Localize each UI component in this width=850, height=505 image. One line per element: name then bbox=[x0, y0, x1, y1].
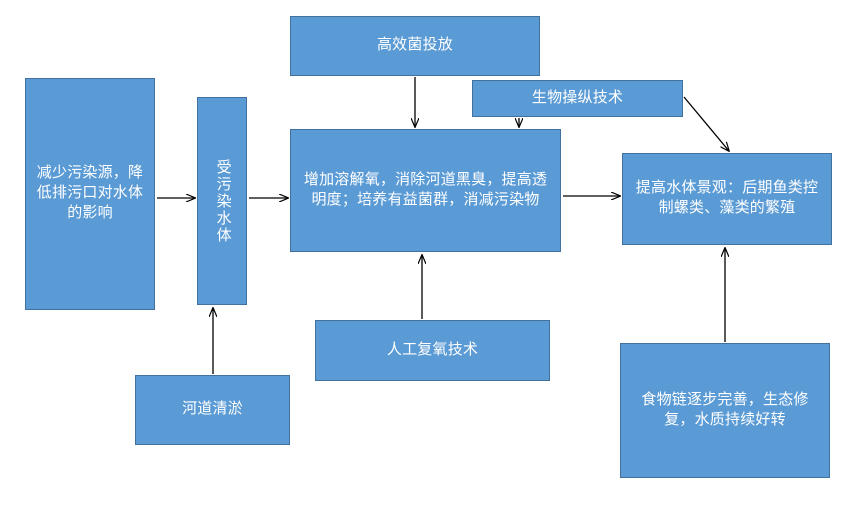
node-increase-dissolved-oxygen[interactable]: 增加溶解氧，消除河道黑臭，提高透明度；培养有益菌群，消减污染物 bbox=[290, 129, 561, 252]
node-label: 人工复氧技术 bbox=[386, 341, 479, 358]
node-label: 减少污染源，降低排污口对水体的影响 bbox=[36, 165, 144, 221]
node-label: 食物链逐步完善，生态修复，水质持续好转 bbox=[641, 391, 809, 428]
node-artificial-reoxygenation[interactable]: 人工复氧技术 bbox=[315, 320, 550, 381]
edge-biomanipulation-to-waterscape bbox=[683, 96, 729, 151]
node-label: 生物操纵技术 bbox=[531, 89, 624, 106]
node-label: 提高水体景观：后期鱼类控制螺类、藻类的繁殖 bbox=[635, 180, 819, 216]
node-label: 高效菌投放 bbox=[376, 37, 453, 54]
node-biomanipulation-technology[interactable]: 生物操纵技术 bbox=[472, 80, 683, 117]
node-label: 河道清淤 bbox=[182, 401, 243, 418]
node-label: 增加溶解氧，消除河道黑臭，提高透明度；培养有益菌群，消减污染物 bbox=[303, 171, 548, 208]
node-improve-waterscape[interactable]: 提高水体景观：后期鱼类控制螺类、藻类的繁殖 bbox=[622, 153, 832, 245]
node-high-efficiency-bacteria[interactable]: 高效菌投放 bbox=[290, 16, 540, 76]
node-river-dredging[interactable]: 河道清淤 bbox=[135, 375, 290, 445]
node-food-chain-restoration[interactable]: 食物链逐步完善，生态修复，水质持续好转 bbox=[620, 343, 830, 478]
node-label: 受污染水体 bbox=[214, 158, 231, 244]
node-polluted-water-body[interactable]: 受污染水体 bbox=[197, 97, 247, 305]
node-reduce-pollution-source[interactable]: 减少污染源，降低排污口对水体的影响 bbox=[25, 78, 155, 310]
